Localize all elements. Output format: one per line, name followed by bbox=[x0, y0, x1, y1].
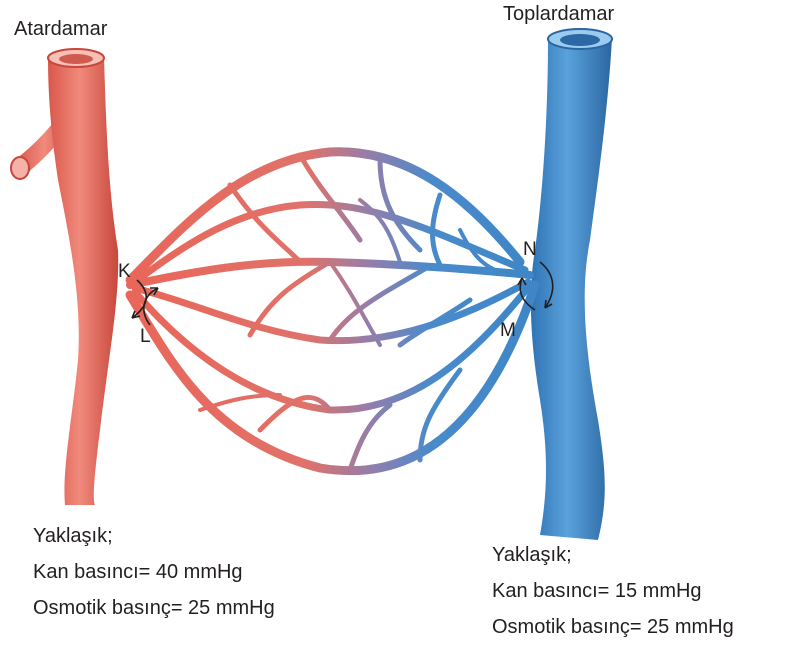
vein-blood-pressure: Kan basıncı= 15 mmHg bbox=[492, 573, 734, 609]
point-n-label: N bbox=[523, 240, 537, 260]
vein-vessel bbox=[531, 29, 612, 540]
artery-vessel bbox=[11, 49, 118, 505]
vein-trunk bbox=[531, 38, 612, 540]
point-l-label: L bbox=[140, 327, 151, 347]
artery-osmotic-pressure: Osmotik basınç= 25 mmHg bbox=[33, 590, 275, 626]
artery-label: Atardamar bbox=[14, 17, 107, 41]
vein-osmotic-pressure: Osmotik basınç= 25 mmHg bbox=[492, 609, 734, 645]
artery-info: Yaklaşık; Kan basıncı= 40 mmHg Osmotik b… bbox=[33, 518, 275, 626]
artery-blood-pressure: Kan basıncı= 40 mmHg bbox=[33, 554, 275, 590]
artery-info-heading: Yaklaşık; bbox=[33, 518, 275, 554]
artery-trunk bbox=[48, 58, 118, 505]
artery-side-branch-opening bbox=[11, 157, 29, 179]
capillary-network bbox=[130, 152, 535, 471]
vein-label: Toplardamar bbox=[503, 2, 614, 26]
point-k-label: K bbox=[118, 262, 131, 282]
point-m-label: M bbox=[500, 321, 516, 341]
vein-info-heading: Yaklaşık; bbox=[492, 537, 734, 573]
vein-info: Yaklaşık; Kan basıncı= 15 mmHg Osmotik b… bbox=[492, 537, 734, 645]
